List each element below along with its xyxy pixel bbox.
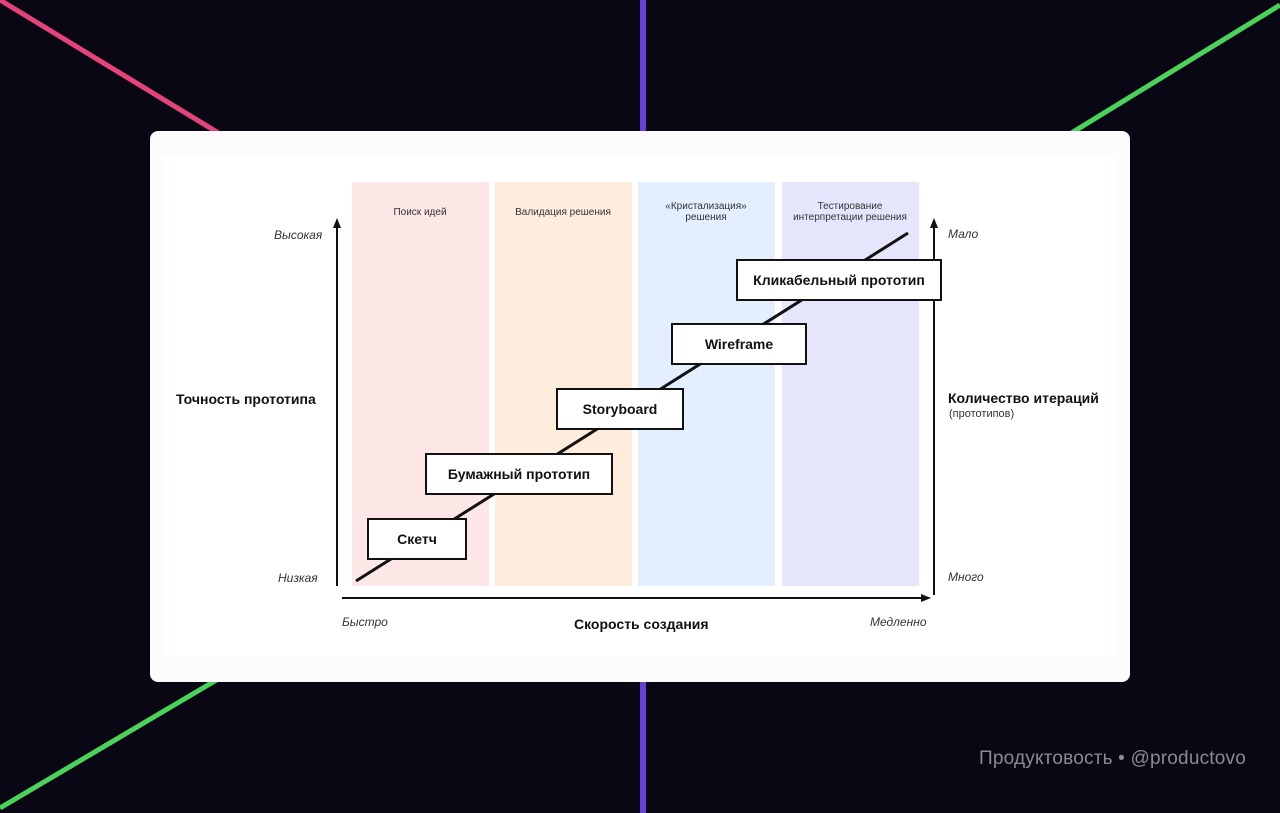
stage-band-validation	[495, 182, 632, 586]
diagram-card: Поиск идей Валидация решения «Кристализа…	[150, 131, 1130, 682]
y-axis-low-label: Низкая	[278, 571, 318, 585]
prototype-box-storyboard: Storyboard	[556, 388, 684, 430]
y-axis-title: Точность прототипа	[176, 391, 316, 407]
x-axis-title: Скорость создания	[574, 616, 709, 632]
pink-decor-line	[0, 0, 232, 143]
stage-band-crystallization	[638, 182, 775, 586]
x-axis-right-label: Медленно	[870, 615, 927, 629]
watermark: Продуктовость • @productovo	[979, 748, 1246, 769]
x-axis-left-label: Быстро	[342, 615, 388, 629]
prototype-box-wireframe: Wireframe	[671, 323, 807, 365]
green-decor-line-bottom	[0, 669, 232, 811]
stage-label-validation: Валидация решения	[515, 207, 611, 218]
stage-label-crystallization: «Кристализация» решения	[665, 201, 747, 223]
stage-band-testing	[782, 182, 919, 586]
right-axis-title: Количество итераций	[948, 390, 1099, 406]
prototype-box-clickable: Кликабельный прототип	[736, 259, 942, 301]
prototype-box-sketch: Скетч	[367, 518, 467, 560]
stage-label-testing: Тестирование интерпретации решения	[793, 201, 907, 223]
prototype-box-paper: Бумажный прототип	[425, 453, 613, 495]
right-axis-top-label: Мало	[948, 227, 979, 241]
right-axis-bottom-label: Много	[948, 570, 984, 584]
y-axis-high-label: Высокая	[274, 228, 323, 242]
green-decor-line-top	[1058, 2, 1280, 143]
stage-label-ideas: Поиск идей	[393, 207, 447, 218]
right-axis-subtitle: (прототипов)	[949, 408, 1015, 420]
